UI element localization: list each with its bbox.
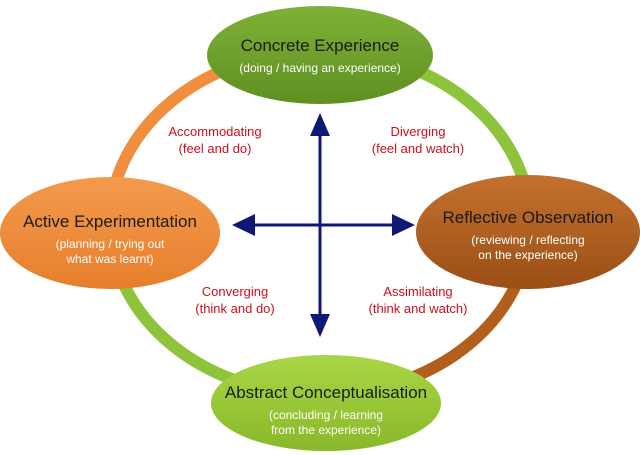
arrowhead-down-icon bbox=[310, 314, 330, 337]
node-subtitle: (reviewing / reflecting on the experienc… bbox=[471, 233, 585, 262]
style-converging: Converging (think and do) bbox=[195, 284, 275, 316]
style-diverging: Diverging (feel and watch) bbox=[371, 124, 465, 156]
arrowhead-up-icon bbox=[310, 113, 330, 136]
node-title: Reflective Observation bbox=[442, 208, 614, 227]
node-title: Concrete Experience bbox=[240, 36, 400, 55]
style-accommodating: Accommodating (feel and do) bbox=[168, 124, 262, 156]
cross-arrows bbox=[232, 113, 415, 337]
arrowhead-left-icon bbox=[232, 214, 255, 236]
style-assimilating: Assimilating (think and watch) bbox=[368, 284, 468, 316]
node-ellipse-reflective-observation bbox=[416, 175, 640, 289]
node-subtitle: (planning / trying out what was learnt) bbox=[55, 237, 165, 266]
node-ellipse-abstract-conceptualisation bbox=[211, 355, 441, 451]
node-title: Active Experimentation bbox=[23, 212, 197, 231]
node-concrete-experience: Concrete Experience (doing / having an e… bbox=[210, 36, 430, 76]
node-subtitle: (concluding / learning from the experien… bbox=[268, 408, 384, 437]
node-reflective-observation: Reflective Observation (reviewing / refl… bbox=[416, 208, 640, 262]
node-ellipse-concrete-experience bbox=[207, 6, 433, 104]
node-abstract-conceptualisation: Abstract Conceptualisation (concluding /… bbox=[211, 383, 441, 437]
node-subtitle: (doing / having an experience) bbox=[239, 61, 401, 76]
arrowhead-right-icon bbox=[392, 214, 415, 236]
node-active-experimentation: Active Experimentation (planning / tryin… bbox=[0, 212, 220, 266]
node-ellipse-active-experimentation bbox=[0, 177, 220, 289]
node-title: Abstract Conceptualisation bbox=[224, 383, 428, 402]
